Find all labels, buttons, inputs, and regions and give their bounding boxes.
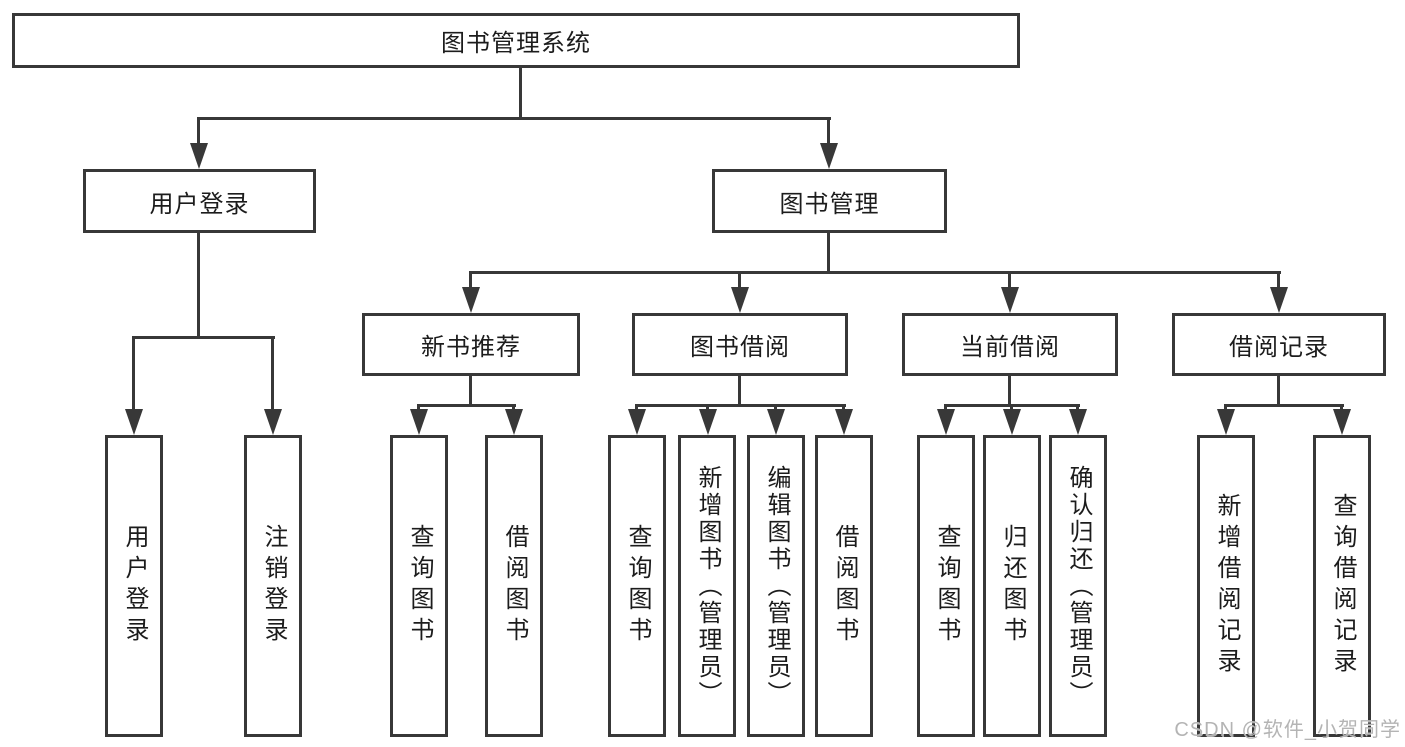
node-label: 借阅记录: [1229, 334, 1329, 361]
connector: [1224, 404, 1344, 407]
connector: [635, 404, 846, 407]
arrowhead-down-icon: [835, 409, 853, 435]
connector: [132, 336, 275, 339]
leaf-cb-return-books: 归还图书: [983, 435, 1041, 737]
leaf-user-login: 用户登录: [105, 435, 163, 737]
arrowhead-down-icon: [1333, 409, 1351, 435]
connector: [1277, 271, 1280, 289]
leaf-label: 借阅图书: [831, 524, 858, 648]
leaf-label: 用户登录: [121, 524, 148, 648]
node-book-management: 图书管理: [712, 169, 947, 233]
connector: [519, 68, 522, 119]
connector: [132, 336, 135, 413]
arrowhead-down-icon: [190, 143, 208, 169]
node-library-system: 图书管理系统: [12, 13, 1020, 68]
connector: [417, 404, 420, 413]
leaf-logout: 注销登录: [244, 435, 302, 737]
leaf-label: 注销登录: [260, 524, 287, 648]
arrowhead-down-icon: [410, 409, 428, 435]
leaf-bb-add-books-admin: 新增图书（管理员）: [678, 435, 736, 737]
leaf-label: 查询图书: [624, 524, 651, 648]
connector: [271, 336, 274, 413]
connector: [842, 404, 845, 413]
connector: [1277, 376, 1280, 407]
leaf-label: 借阅图书: [501, 524, 528, 648]
arrowhead-down-icon: [820, 143, 838, 169]
node-book-borrowing: 图书借阅: [632, 313, 848, 376]
leaf-label: 查询图书: [933, 524, 960, 648]
connector: [635, 404, 638, 413]
arrowhead-down-icon: [1001, 287, 1019, 313]
arrowhead-down-icon: [462, 287, 480, 313]
connector: [706, 404, 709, 413]
connector: [417, 404, 516, 407]
leaf-label: 查询图书: [406, 524, 433, 648]
node-label: 用户登录: [149, 190, 250, 218]
leaf-nb-borrow-books: 借阅图书: [485, 435, 543, 737]
connector: [827, 233, 830, 274]
arrowhead-down-icon: [767, 409, 785, 435]
arrowhead-down-icon: [1217, 409, 1235, 435]
leaf-bb-edit-books-admin: 编辑图书（管理员）: [747, 435, 805, 737]
node-label: 图书借阅: [690, 334, 790, 361]
connector: [1010, 404, 1013, 413]
leaf-label: 新增图书（管理员）: [694, 464, 721, 708]
node-label: 新书推荐: [421, 334, 521, 361]
connector: [1008, 376, 1011, 407]
node-label: 图书管理系统: [441, 30, 591, 57]
leaf-label: 查询借阅记录: [1329, 493, 1356, 679]
leaf-cb-confirm-return-admin: 确认归还（管理员）: [1049, 435, 1107, 737]
arrowhead-down-icon: [1069, 409, 1087, 435]
connector: [469, 271, 1281, 274]
node-borrowing-records: 借阅记录: [1172, 313, 1386, 376]
node-label: 图书管理: [779, 190, 880, 218]
arrowhead-down-icon: [937, 409, 955, 435]
connector: [944, 404, 947, 413]
node-user-login: 用户登录: [83, 169, 316, 233]
connector: [738, 376, 741, 407]
node-label: 当前借阅: [960, 334, 1060, 361]
leaf-rec-add-record: 新增借阅记录: [1197, 435, 1255, 737]
leaf-bb-query-books: 查询图书: [608, 435, 666, 737]
leaf-cb-query-books: 查询图书: [917, 435, 975, 737]
arrowhead-down-icon: [505, 409, 523, 435]
leaf-label: 确认归还（管理员）: [1065, 464, 1092, 708]
arrowhead-down-icon: [1270, 287, 1288, 313]
connector: [1340, 404, 1343, 413]
node-new-book-recommend: 新书推荐: [362, 313, 580, 376]
connector: [1008, 271, 1011, 289]
arrowhead-down-icon: [731, 287, 749, 313]
connector: [197, 117, 200, 147]
connector: [1224, 404, 1227, 413]
connector: [827, 117, 830, 147]
connector: [469, 376, 472, 407]
connector: [197, 233, 200, 339]
leaf-label: 编辑图书（管理员）: [763, 464, 790, 708]
leaf-bb-borrow-books: 借阅图书: [815, 435, 873, 737]
connector: [1076, 404, 1079, 413]
node-current-borrowing: 当前借阅: [902, 313, 1118, 376]
arrowhead-down-icon: [1003, 409, 1021, 435]
leaf-rec-query-record: 查询借阅记录: [1313, 435, 1371, 737]
arrowhead-down-icon: [699, 409, 717, 435]
connector: [469, 271, 472, 289]
connector: [197, 117, 831, 120]
connector: [738, 271, 741, 289]
leaf-nb-query-books: 查询图书: [390, 435, 448, 737]
leaf-label: 新增借阅记录: [1213, 493, 1240, 679]
leaf-label: 归还图书: [999, 524, 1026, 648]
connector: [774, 404, 777, 413]
csdn-watermark: CSDN @软件_小贺同学: [1174, 719, 1401, 741]
arrowhead-down-icon: [125, 409, 143, 435]
connector: [512, 404, 515, 413]
arrowhead-down-icon: [628, 409, 646, 435]
arrowhead-down-icon: [264, 409, 282, 435]
